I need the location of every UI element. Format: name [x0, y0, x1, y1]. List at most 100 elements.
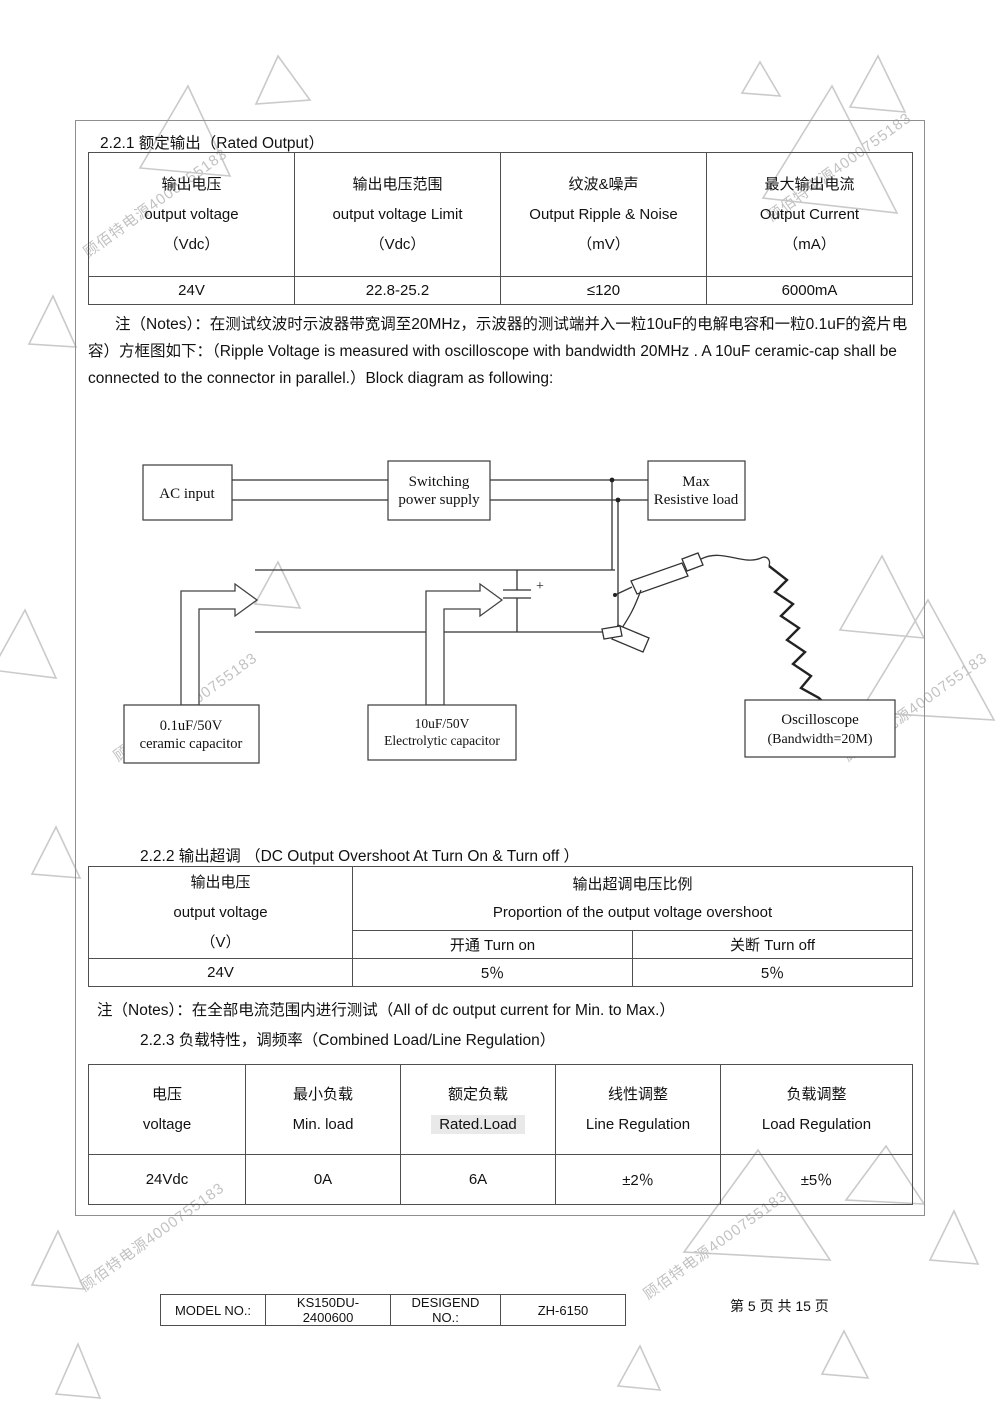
value-cell: 6000mA — [706, 276, 913, 305]
watermark-triangle — [838, 554, 926, 639]
overshoot-notes: 注（Notes）：在全部电流范围内进行测试（All of dc output c… — [97, 1002, 675, 1019]
max-resistive-load-box — [647, 460, 746, 521]
watermark-triangle — [616, 1344, 662, 1391]
ripple-block-diagram: + AC input Switching power sup — [123, 460, 896, 764]
value-cell: 6A — [400, 1154, 556, 1205]
en-label: Proportion of the output voltage oversho… — [492, 903, 773, 921]
content-border — [75, 120, 925, 1216]
regulation-table: 电压 voltage 最小负载 Min. load 额定负载 Rated.Loa… — [88, 1064, 913, 1205]
load-label-2: Resistive load — [654, 492, 739, 508]
oscilloscope-box — [744, 699, 896, 758]
watermark-triangle — [928, 1209, 980, 1265]
electrolytic-cap-label-1: 10uF/50V — [415, 716, 470, 731]
en-label: Output Ripple & Noise — [529, 205, 678, 223]
zh-label: 输出电压范围 — [352, 175, 443, 193]
header-cell-voltage: 电压 voltage — [88, 1064, 246, 1155]
value-cell: 5％ — [631, 958, 914, 987]
ceramic-capacitor-box — [123, 704, 260, 764]
header-cell-ripple-noise: 纹波&噪声 Output Ripple & Noise （mV） — [500, 152, 707, 277]
table-value-row: 24Vdc 0A 6A ±2％ ±5％ — [88, 1154, 913, 1205]
watermark-triangle — [0, 608, 58, 679]
zh-label: 纹波&噪声 — [568, 175, 639, 193]
ceramic-cap-label-2: ceramic capacitor — [140, 736, 243, 752]
value-cell: ±5％ — [720, 1154, 913, 1205]
ceramic-cap-label-1: 0.1uF/50V — [160, 718, 223, 734]
unit-label: （Vdc） — [369, 235, 426, 253]
header-cell-min-load: 最小负载 Min. load — [245, 1064, 401, 1155]
rated-output-table: 输出电压 output voltage （Vdc） 输出电压范围 output … — [88, 152, 913, 305]
header-cell-output-voltage: 输出电压 output voltage （Vdc） — [88, 152, 295, 277]
subheader-turn-on: 开通 Turn on — [352, 930, 633, 959]
header-cell-output-current: 最大输出电流 Output Current （mA） — [706, 152, 913, 277]
table-header-row: 电压 voltage 最小负载 Min. load 额定负载 Rated.Loa… — [88, 1064, 913, 1155]
zh-label: 电压 — [151, 1085, 182, 1103]
table-value-row: 24V 22.8-25.2 ≤120 6000mA — [88, 276, 913, 305]
design-no-value: ZH-6150 — [500, 1294, 626, 1326]
plus-label: + — [536, 579, 544, 594]
design-no-label: DESIGEND NO.: — [390, 1294, 501, 1326]
ac-input-box — [142, 464, 233, 521]
header-cell-load-regulation: 负载调整 Load Regulation — [720, 1064, 913, 1155]
switching-supply-box — [387, 460, 491, 521]
zh-label: 最小负载 — [292, 1085, 353, 1103]
value-cell: 22.8-25.2 — [294, 276, 501, 305]
watermark-triangle — [254, 54, 312, 105]
value-cell: 24Vdc — [88, 1154, 246, 1205]
zh-label: 线性调整 — [607, 1085, 668, 1103]
watermark-triangle — [848, 54, 907, 113]
en-label: output voltage — [173, 903, 268, 921]
section-2-2-2-heading: 2.2.2 输出超调 （DC Output Overshoot At Turn … — [140, 848, 580, 865]
electrolytic-cap-label-2: Electrolytic capacitor — [384, 733, 500, 748]
model-no-value: KS150DU-2400600 — [265, 1294, 391, 1326]
oscilloscope-label-2: (Bandwidth=20M) — [767, 732, 872, 747]
model-info-table: MODEL NO.: KS150DU-2400600 DESIGEND NO.:… — [160, 1294, 626, 1326]
capacitor-symbol: + — [503, 570, 544, 632]
table-value-row: 24V 5％ 5％ — [88, 958, 914, 987]
en-label: Rated.Load — [401, 1110, 555, 1140]
watermark-triangle — [820, 1329, 870, 1379]
en-label: Line Regulation — [585, 1115, 691, 1133]
watermark-triangle — [253, 560, 302, 609]
coiled-cable — [768, 565, 824, 703]
zh-label: 输出超调电压比例 — [572, 875, 693, 893]
en-label: output voltage — [144, 205, 239, 223]
switching-label-2: power supply — [398, 492, 480, 508]
zh-label: 输出电压 — [161, 175, 222, 193]
arrow-from-ceramic-cap — [180, 582, 259, 706]
header-cell-rated-load: 额定负载 Rated.Load — [400, 1064, 556, 1155]
watermark-triangle — [30, 1229, 86, 1290]
table-subheader-row: 开通 Turn on 关断 Turn off — [89, 930, 914, 959]
en-label: Output Current — [759, 205, 860, 223]
subheader-turn-off: 关断 Turn off — [631, 930, 914, 959]
model-no-label: MODEL NO.: — [160, 1294, 266, 1326]
unit-label: （Vdc） — [163, 235, 220, 253]
en-label: Load Regulation — [761, 1115, 872, 1133]
watermark-triangle — [30, 825, 82, 879]
en-label: Min. load — [292, 1115, 354, 1133]
watermark-triangle — [54, 1341, 102, 1399]
unit-label: （mV） — [577, 235, 630, 253]
table-header-row: 输出电压 output voltage （Vdc） 输出电压范围 output … — [88, 152, 913, 277]
ac-input-label: AC input — [159, 486, 215, 502]
value-cell: ±2％ — [555, 1154, 721, 1205]
en-label: voltage — [142, 1115, 192, 1133]
value-cell: 24V — [88, 958, 353, 987]
oscilloscope-label-1: Oscilloscope — [781, 712, 859, 728]
value-cell: 0A — [245, 1154, 401, 1205]
rated-load-highlight: Rated.Load — [431, 1114, 525, 1134]
oscilloscope-probe — [601, 552, 824, 703]
header-cell-voltage-limit: 输出电压范围 output voltage Limit （Vdc） — [294, 152, 501, 277]
value-cell: 5％ — [352, 958, 633, 987]
table-header-row: 输出电压 output voltage （V） 输出超调电压比例 Proport… — [88, 866, 914, 959]
header-cell-overshoot: 输出超调电压比例 Proportion of the output voltag… — [351, 866, 914, 931]
watermark-triangle — [27, 294, 78, 348]
header-cell-output-voltage: 输出电压 output voltage （V） — [88, 866, 353, 959]
page-number: 第 5 页 共 15 页 — [730, 1298, 829, 1314]
load-label-1: Max — [682, 474, 710, 490]
switching-label-1: Switching — [409, 474, 470, 490]
section-2-2-1-heading: 2.2.1 额定输出（Rated Output） — [100, 135, 324, 152]
unit-label: （mA） — [783, 235, 836, 253]
unit-label: （V） — [200, 933, 241, 951]
